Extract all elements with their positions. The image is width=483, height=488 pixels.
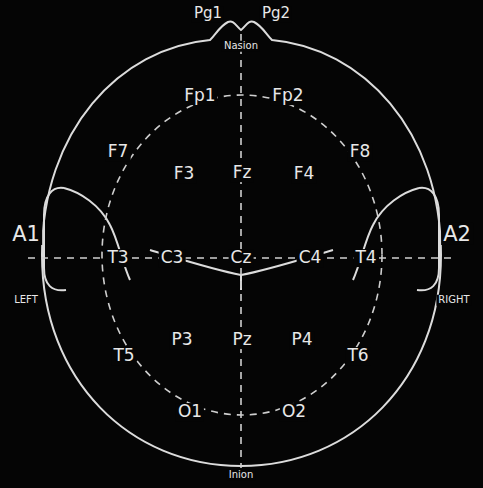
left-ear: [44, 188, 66, 291]
right-ear-inner: [353, 188, 419, 280]
electrode-label: O2: [280, 403, 308, 421]
electrode-label: A1: [10, 223, 42, 245]
electrode-label: O1: [176, 403, 204, 421]
electrode-label: F8: [348, 143, 373, 161]
electrode-label: Fp2: [270, 87, 305, 105]
electrode-label: Pg1: [192, 6, 224, 22]
electrode-label: C4: [297, 249, 324, 267]
electrode-label: A2: [441, 223, 473, 245]
electrode-label: T3: [105, 249, 130, 267]
electrode-label: T6: [345, 347, 370, 365]
electrode-label: P3: [169, 331, 194, 349]
electrode-label: Cz: [229, 249, 254, 267]
electrode-label: F3: [172, 165, 197, 183]
electrode-label: Pg2: [260, 6, 292, 22]
electrode-label: Pz: [230, 331, 253, 349]
electrode-label: T5: [111, 347, 136, 365]
electrode-label: P4: [289, 331, 314, 349]
electrode-label: Fz: [231, 164, 254, 182]
right-ear: [417, 188, 439, 291]
circumference-line: [102, 95, 382, 415]
electrode-label: Fp1: [182, 87, 217, 105]
electrode-label: Nasion: [222, 41, 260, 52]
left-ear-inner: [64, 188, 130, 280]
electrode-label: F4: [292, 165, 317, 183]
electrode-label: LEFT: [12, 295, 40, 306]
electrode-label: F7: [106, 143, 131, 161]
electrode-label: C3: [159, 249, 186, 267]
electrode-label: RIGHT: [436, 295, 471, 306]
electrode-label: Inion: [227, 470, 256, 481]
electrode-label: T4: [353, 249, 378, 267]
